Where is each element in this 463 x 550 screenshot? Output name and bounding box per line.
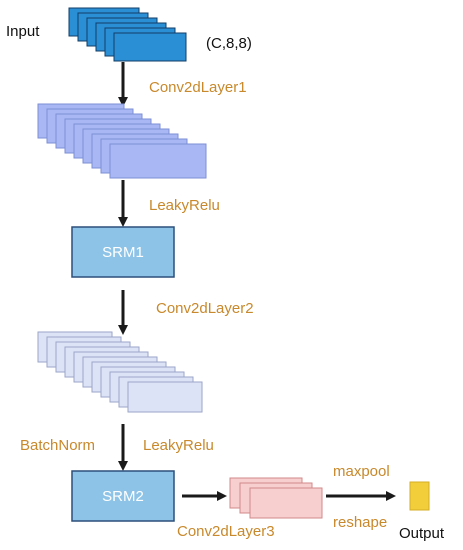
srm2-label: SRM2	[102, 488, 144, 505]
maxpool-label: maxpool	[333, 463, 390, 480]
input-shape-label: (C,8,8)	[206, 35, 252, 52]
conv2-feature-stack	[37, 331, 203, 413]
conv3-feature-stack	[229, 477, 323, 519]
srm2-box	[71, 470, 175, 522]
conv1-feature-stack	[37, 103, 207, 179]
srm1-label: SRM1	[102, 244, 144, 261]
batchnorm-label: BatchNorm	[20, 437, 95, 454]
conv-layer-3-label: Conv2dLayer3	[177, 523, 275, 540]
srm1-box	[71, 226, 175, 278]
reshape-label: reshape	[333, 514, 387, 531]
leaky-relu-2-label: LeakyRelu	[143, 437, 214, 454]
conv-layer-2-label: Conv2dLayer2	[156, 300, 254, 317]
conv-layer-1-label: Conv2dLayer1	[149, 79, 247, 96]
output-block	[409, 481, 430, 511]
output-label: Output	[399, 525, 445, 542]
leaky-relu-1-label: LeakyRelu	[149, 197, 220, 214]
input-label: Input	[6, 23, 40, 40]
input-feature-stack	[68, 7, 187, 62]
